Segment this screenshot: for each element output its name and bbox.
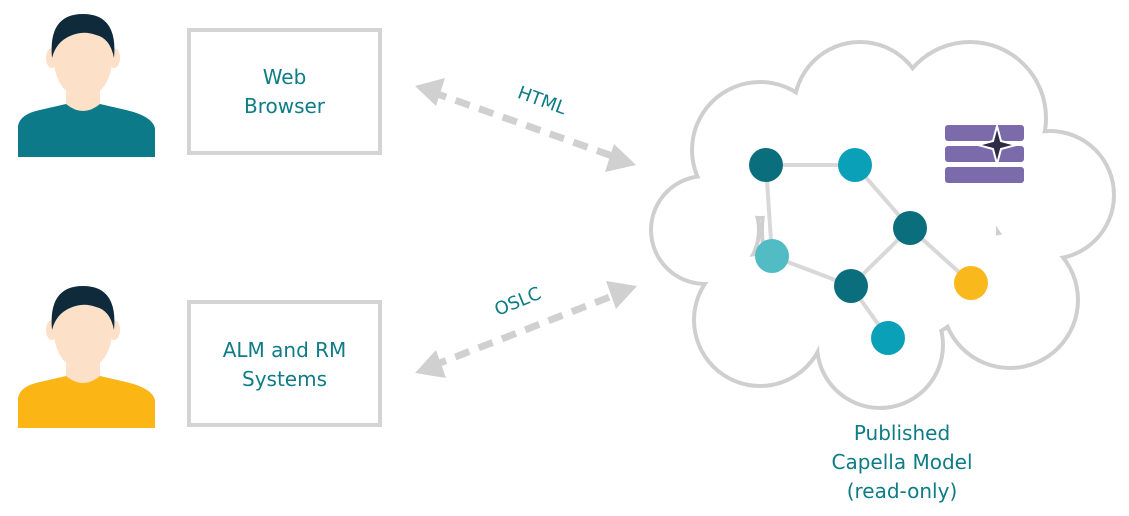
alm-rm-label-line2: Systems [242, 367, 327, 391]
user-icon [18, 14, 155, 157]
oslc-label: OSLC [492, 283, 545, 321]
cloud-shape [649, 40, 1116, 410]
oslc-connector: OSLC [415, 281, 637, 378]
web-browser-label-line1: Web [263, 65, 307, 89]
graph-node [954, 266, 988, 300]
html-label: HTML [515, 82, 569, 119]
alm-rm-systems-box: ALM and RM Systems [187, 300, 382, 427]
graph-node [893, 211, 927, 245]
graph-node [755, 239, 789, 273]
alm-rm-label-line1: ALM and RM [223, 338, 347, 362]
html-connector: HTML [415, 78, 636, 172]
user-icon [18, 286, 155, 428]
arrowhead-icon [415, 350, 446, 378]
web-browser-label-line2: Browser [244, 94, 326, 118]
graph-node [838, 148, 872, 182]
capella-logo-icon [945, 122, 1024, 183]
arrowhead-icon [606, 281, 637, 309]
web-browser-box: Web Browser [187, 28, 382, 155]
graph-node [749, 148, 783, 182]
arrowhead-icon [605, 144, 636, 172]
arrowhead-icon [415, 78, 445, 106]
caption-line1: Published [854, 421, 950, 445]
graph-node [871, 321, 905, 355]
caption-line3: (read-only) [847, 479, 958, 503]
cloud-caption: Published Capella Model (read-only) [832, 421, 973, 503]
caption-line2: Capella Model [832, 450, 973, 474]
model-nodes [749, 148, 988, 355]
graph-node [834, 269, 868, 303]
